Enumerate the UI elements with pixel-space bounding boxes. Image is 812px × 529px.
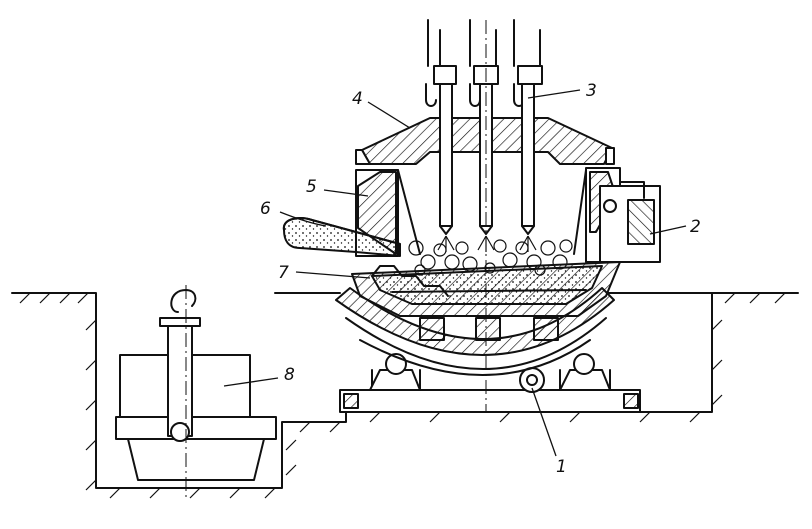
label-2: 2 [690,217,701,237]
label-4: 4 [352,89,363,109]
furnace-cradle [335,287,615,376]
label-7: 7 [278,263,289,283]
furnace-shell [351,117,661,317]
label-5: 5 [306,177,317,197]
ground-surface [11,292,799,499]
tilting-mechanism [369,353,611,393]
label-3: 3 [586,81,597,101]
label-1: 1 [556,457,567,477]
ladle [115,285,277,498]
leader-lines [223,89,687,457]
label-6: 6 [260,199,271,219]
label-8: 8 [284,365,295,385]
callout-labels: 1 2 3 4 5 6 7 8 [260,81,701,477]
electrodes [425,19,543,412]
